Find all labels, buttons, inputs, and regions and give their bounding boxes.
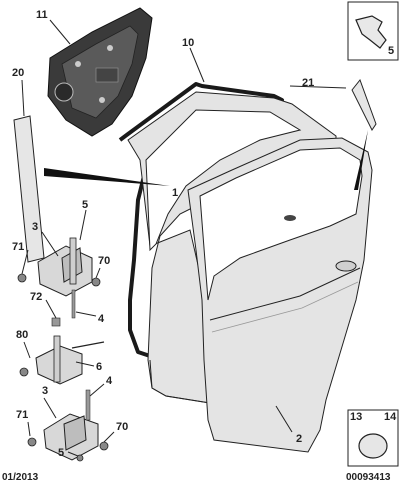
inset-clip-box: 5 [347, 1, 399, 61]
callout-80: 80 [16, 329, 28, 341]
door-shell-front [187, 137, 373, 453]
callout-11: 11 [36, 9, 48, 21]
callout-70-lower: 70 [116, 421, 128, 433]
callout-14: 14 [384, 411, 397, 423]
callout-5-lower: 5 [58, 447, 64, 459]
callout-21: 21 [302, 77, 314, 89]
leader-lines [21, 19, 368, 457]
inset-plug-box: 13 14 [347, 409, 399, 467]
callout-3-upper: 3 [32, 221, 38, 233]
callouts: 11 10 21 20 1 5 3 71 70 72 4 80 6 3 4 71… [12, 9, 314, 459]
callout-10: 10 [182, 37, 194, 49]
callout-71-lower: 71 [16, 409, 28, 421]
callout-71-upper: 71 [12, 241, 24, 253]
callout-2: 2 [296, 433, 302, 445]
lower-hinge [27, 389, 109, 462]
callout-13: 13 [350, 411, 362, 423]
corner-trim [351, 78, 377, 131]
callout-1: 1 [172, 187, 178, 199]
callout-6: 6 [96, 361, 102, 373]
callout-70-upper: 70 [98, 255, 110, 267]
callout-72: 72 [30, 291, 42, 303]
inner-door-panel [47, 7, 153, 137]
callout-4-upper: 4 [98, 313, 105, 325]
callout-5-upper: 5 [82, 199, 88, 211]
middle-hinge [19, 317, 105, 385]
upper-hinge [17, 237, 101, 319]
footer-date: 01/2013 [2, 472, 39, 483]
callout-5-box: 5 [388, 45, 394, 57]
footer-reference: 00093413 [346, 472, 391, 483]
callout-4-lower: 4 [106, 375, 113, 387]
callout-20: 20 [12, 67, 24, 79]
callout-3-lower: 3 [42, 385, 48, 397]
